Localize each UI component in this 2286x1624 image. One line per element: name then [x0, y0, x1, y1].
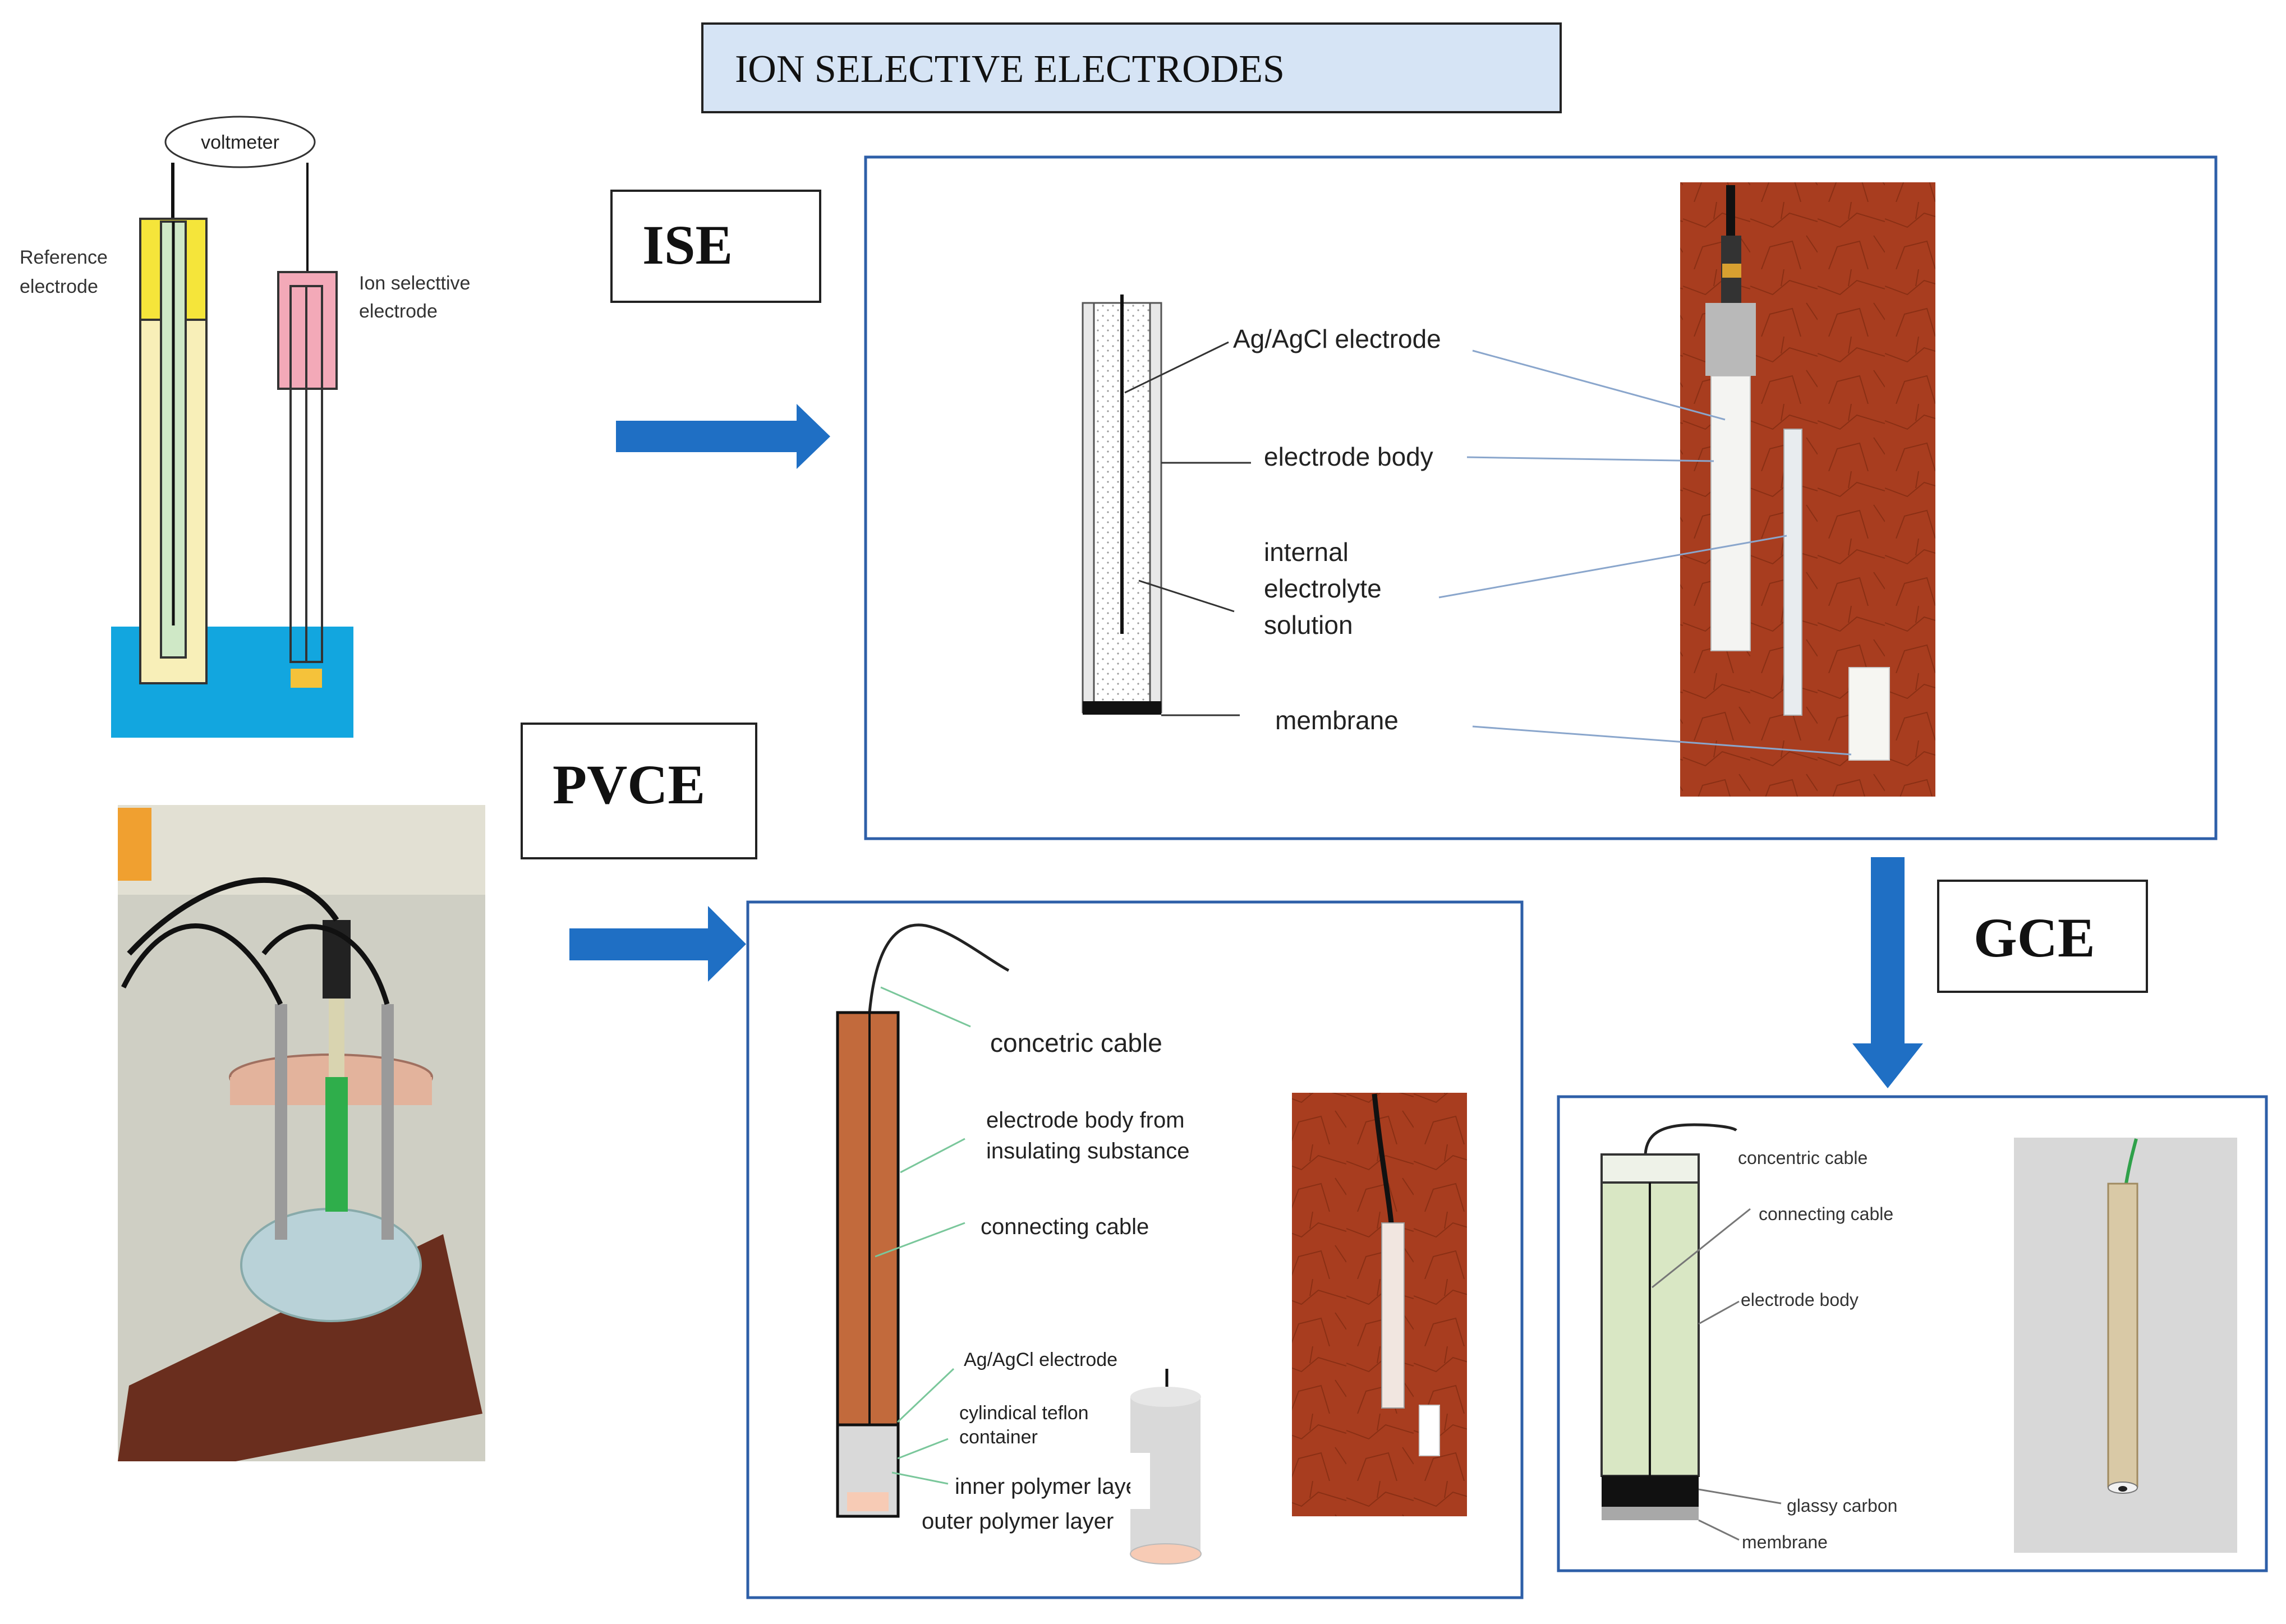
gce-cable: [1644, 1123, 1737, 1155]
ion-selective-label-1: Ion selecttive: [359, 273, 470, 294]
pvce-electrode-body: [836, 1011, 900, 1427]
page-title: ION SELECTIVE ELECTRODES: [735, 48, 1285, 91]
gce-glassy-carbon: [1602, 1476, 1699, 1507]
pvce-label: PVCE: [553, 753, 705, 816]
ise-label-box: ISE: [610, 190, 821, 303]
ise-membrane-label: membrane: [1275, 706, 1399, 735]
pvce-body-label-1: electrode body from: [986, 1108, 1185, 1133]
schematic-diagram: voltmeter Reference electrode Ion select…: [20, 116, 470, 738]
ise-body-label: electrode body: [1264, 442, 1433, 471]
gce-label-box: GCE: [1937, 880, 2148, 993]
setup-photo: [118, 805, 485, 1461]
pvce-inner-label: inner polymer layer: [955, 1474, 1146, 1499]
gce-label: GCE: [1974, 907, 2095, 969]
ise-electrolyte-label-2: electrolyte: [1264, 574, 1382, 603]
ise-panel: Ag/AgCl electrode electrode body interna…: [864, 155, 2218, 840]
voltmeter-label: voltmeter: [201, 132, 279, 153]
pvce-connecting-label: connecting cable: [981, 1214, 1149, 1239]
ise-membrane: [1083, 701, 1161, 715]
pvce-cylinder-detail: [1130, 1369, 1202, 1565]
pvce-cable: [868, 923, 1010, 1013]
ise-electrolyte-label-3: solution: [1264, 610, 1353, 640]
pvce-photo: [1292, 1093, 1467, 1516]
ise-electrolyte-label-1: internal: [1264, 537, 1349, 567]
gce-membrane-label: membrane: [1742, 1532, 1828, 1552]
ion-selective-label-2: electrode: [359, 301, 438, 322]
arrow-to-gce: [1852, 857, 1923, 1088]
reference-electrode-label-1: Reference: [20, 247, 108, 268]
pvce-outer-label: outer polymer layer: [922, 1509, 1114, 1534]
pvce-panel: concetric cable electrode body from insu…: [746, 900, 1524, 1599]
arrow-to-pvce: [569, 906, 746, 982]
title-box: ION SELECTIVE ELECTRODES: [701, 22, 1562, 113]
ise-agcl-label: Ag/AgCl electrode: [1233, 324, 1441, 353]
voltmeter-icon: [164, 116, 316, 168]
gce-cable-label: concentric cable: [1738, 1148, 1868, 1168]
reference-electrode-label-2: electrode: [20, 276, 98, 297]
pvce-body-label-2: insulating substance: [986, 1139, 1189, 1163]
gce-body-label: electrode body: [1741, 1290, 1859, 1310]
pvce-teflon-label-2: container: [959, 1427, 1038, 1448]
gce-membrane: [1602, 1507, 1699, 1520]
pvce-cable-label: concetric cable: [990, 1028, 1162, 1057]
gce-panel: concentric cable connecting cable electr…: [1557, 1095, 2268, 1572]
arrow-to-ise: [616, 404, 830, 469]
gce-glassy-label: glassy carbon: [1787, 1496, 1897, 1516]
ise-label: ISE: [642, 214, 733, 276]
pvce-label-box: PVCE: [521, 723, 757, 859]
pvce-teflon-label-1: cylindical teflon: [959, 1402, 1089, 1424]
pvce-agcl-label: Ag/AgCl electrode: [964, 1349, 1117, 1370]
gce-connecting-label: connecting cable: [1759, 1204, 1893, 1224]
